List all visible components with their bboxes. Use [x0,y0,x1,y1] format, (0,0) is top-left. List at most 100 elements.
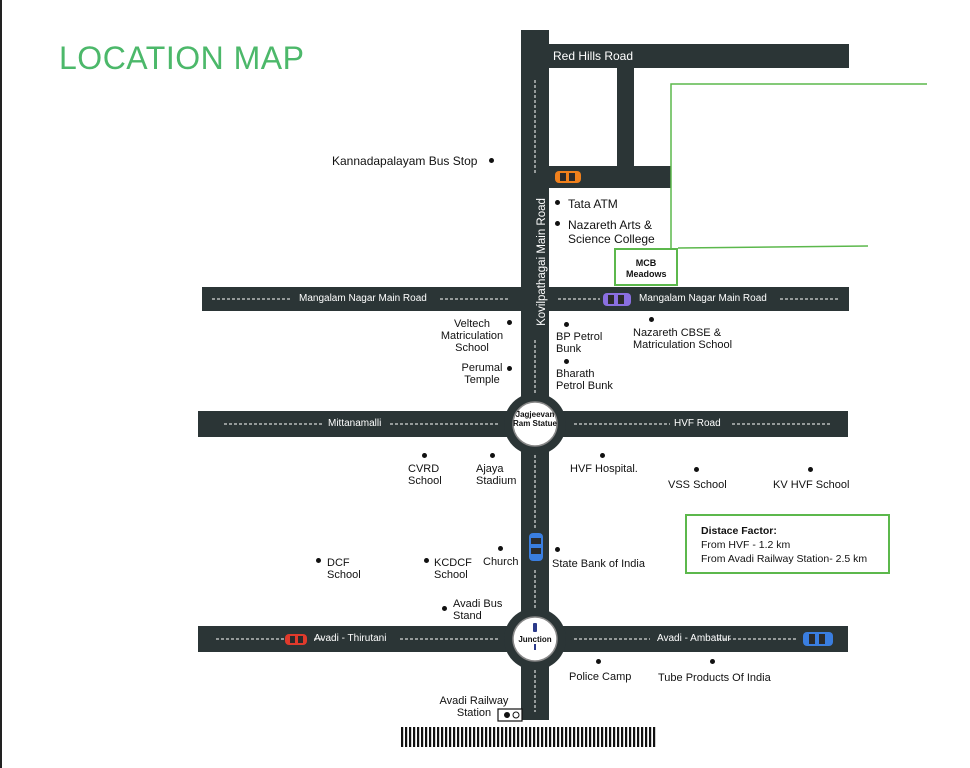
railway-tie [473,727,476,747]
dot-icon [808,467,813,472]
dot-icon [442,606,447,611]
place-kv-hvf: KV HVF School [773,479,850,491]
railway-tie [625,727,628,747]
railway-tie [565,727,568,747]
dot-icon [316,558,321,563]
place-avadi-bus: Avadi Bus Stand [453,598,503,622]
place-sbi: State Bank of India [552,558,645,570]
road-label-kovilpathagai: Kovilpathagai Main Road [535,198,548,326]
railway-tie [493,727,496,747]
legend-line-1: From HVF - 1.2 km [701,539,791,551]
dot-icon [507,320,512,325]
dot-icon [596,659,601,664]
road-markings [212,80,840,712]
place-kannadapalayam: Kannadapalayam Bus Stop [332,154,478,168]
place-kcdcf: KCDCF School [434,557,472,581]
place-vss: VSS School [668,479,727,491]
railway-tie [513,727,516,747]
railway-tie [445,727,448,747]
railway-tie [505,727,508,747]
railway-tie [441,727,444,747]
railway-tie [549,727,552,747]
place-tube: Tube Products Of India [658,672,771,684]
car-icon [555,171,581,183]
railway-tie [621,727,624,747]
project-name: MCB Meadows [626,258,667,279]
railway-tie [609,727,612,747]
dot-icon [424,558,429,563]
place-bp-petrol: BP Petrol Bunk [556,331,603,355]
railway-tie [409,727,412,747]
railway-tie [485,727,488,747]
dot-icon [555,547,560,552]
place-hvf-hospital: HVF Hospital. [570,463,638,475]
road-label-hvf: HVF Road [674,418,721,429]
place-nazareth-cbse: Nazareth CBSE & Matriculation School [633,327,733,351]
railway-tie [601,727,604,747]
railway-tie [585,727,588,747]
car-icon [529,533,543,561]
dot-icon [422,453,427,458]
railway-tie [429,727,432,747]
railway-tie [545,727,548,747]
railway-tie [597,727,600,747]
place-veltech: Veltech Matriculation School [440,318,504,354]
railway-tie [509,727,512,747]
railway-tie [629,727,632,747]
car-icon [603,293,631,306]
dot-icon [507,366,512,371]
railway-tie [633,727,636,747]
railway-tie [517,727,520,747]
legend-heading: Distace Factor: [701,525,777,537]
dot-icon [490,453,495,458]
railway-tie [577,727,580,747]
dot-icon [555,200,560,205]
railway-tie [477,727,480,747]
road-red-hills [522,44,849,68]
place-church: Church [483,556,519,568]
railway-tie [613,727,616,747]
railway-tie [529,727,532,747]
dot-icon [489,158,494,163]
page-title: LOCATION MAP [59,40,305,76]
railway-tie [641,727,644,747]
place-police: Police Camp [569,671,632,683]
railway-tie [425,727,428,747]
place-dcf: DCF School [327,557,361,581]
dot-icon [694,467,699,472]
railway-tie [433,727,436,747]
road-label-avadi-ambattur: Avadi - Ambattur [657,633,731,644]
railway-tie [417,727,420,747]
road-label-avadi-thirutani: Avadi - Thirutani [314,633,387,644]
place-railway: Avadi Railway Station [439,695,509,719]
place-tata-atm: Tata ATM [568,197,618,211]
road-label-mangalam-right: Mangalam Nagar Main Road [639,293,767,304]
railway-tie [537,727,540,747]
road-label-mittanamalli: Mittanamalli [328,418,382,429]
railway-tie [481,727,484,747]
railway-tie [401,727,404,747]
railway-tie [533,727,536,747]
dot-icon [555,221,560,226]
road-label-red-hills: Red Hills Road [553,49,634,63]
railway-tie [605,727,608,747]
car-icon [803,632,833,646]
railway-tie [553,727,556,747]
dot-icon [564,359,569,364]
railway-tie [649,727,652,747]
dot-icon [600,453,605,458]
dot-icon [564,322,569,327]
railway-tie [573,727,576,747]
railway-tie [501,727,504,747]
project-marker[interactable]: MCB Meadows [614,248,678,286]
place-cvrd: CVRD School [408,463,442,487]
place-perumal: Perumal Temple [461,362,503,386]
railway-tie [461,727,464,747]
train-icon [497,708,523,722]
project-pointer-line [670,83,927,248]
dot-icon [498,546,503,551]
railway-tie [457,727,460,747]
railway-tie [541,727,544,747]
